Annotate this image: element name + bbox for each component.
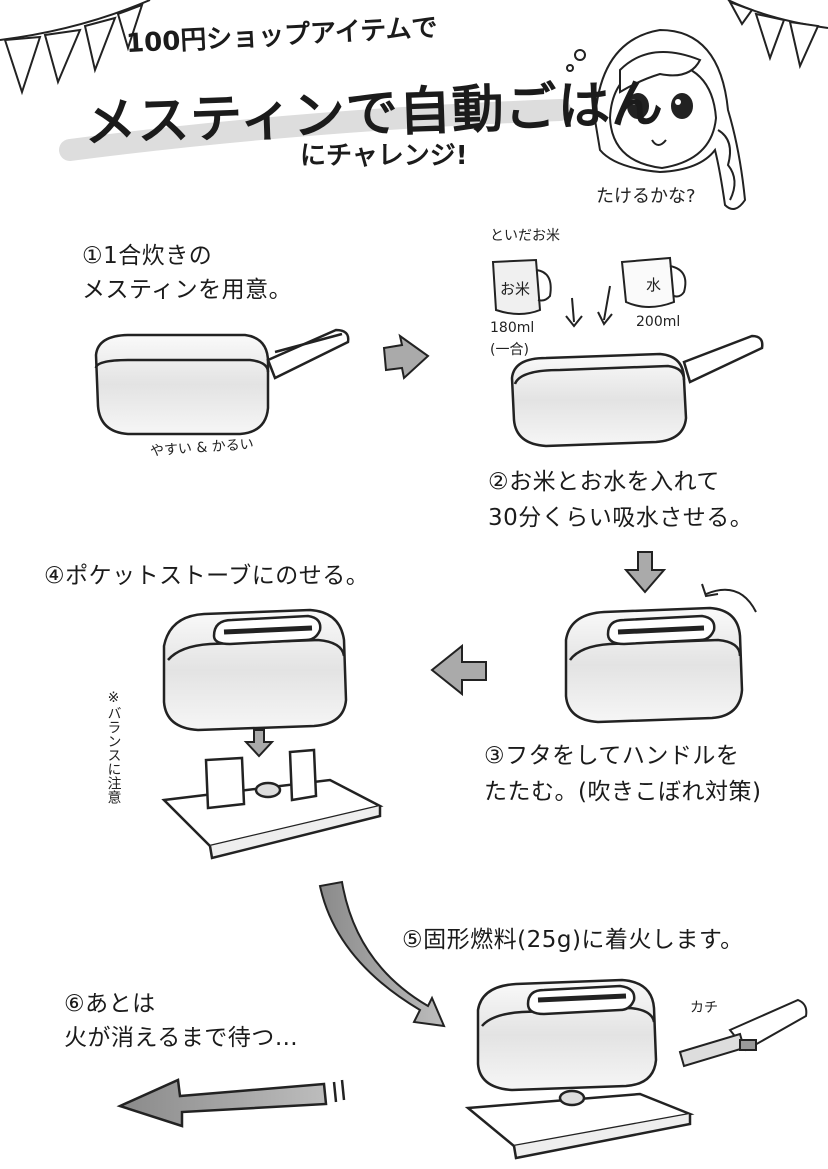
- arrow-right-icon: [382, 333, 430, 380]
- arrow-left-icon: [430, 643, 487, 697]
- character-thought: たけるかな?: [596, 186, 696, 207]
- mess-tin-icon: [162, 608, 348, 732]
- step4-note: ※バランスに注意: [105, 690, 122, 804]
- water-amount: 200ml: [636, 314, 681, 330]
- girl-face-icon: [566, 28, 747, 210]
- step3-line2: たたむ。(吹きこぼれ対策): [484, 779, 762, 805]
- rice-label: といだお米: [490, 228, 560, 244]
- pocket-stove-icon: [161, 748, 384, 860]
- bunting-left-icon: [0, 0, 151, 96]
- step5-line1: ⑤固形燃料(25g)に着火します。: [402, 927, 744, 953]
- curved-arrow-icon: [318, 880, 446, 1028]
- step6-line1: ⑥あとは: [64, 991, 156, 1017]
- measuring-cup-icon: [491, 256, 687, 315]
- mess-tin-icon: [476, 978, 658, 1092]
- pocket-stove-icon: [464, 1089, 695, 1160]
- arrow-left-icon: [116, 1078, 346, 1128]
- step1-line1: ①1合炊きの: [82, 243, 213, 269]
- step1-line2: メスティンを用意。: [82, 277, 293, 303]
- rice-amount: 180ml: [490, 320, 535, 336]
- step6-line2: 火が消えるまで待つ…: [64, 1025, 299, 1051]
- step2-line1: ②お米とお水を入れて: [488, 469, 720, 495]
- step2-line2: 30分くらい吸水させる。: [488, 505, 754, 531]
- rice-cup-label: お米: [500, 280, 531, 298]
- curved-arrow-icon: [701, 583, 757, 613]
- lighter-icon: [678, 998, 808, 1068]
- lighter-sfx: カチ: [690, 1000, 718, 1016]
- arrow-down-icon: [623, 551, 667, 594]
- water-cup-label: 水: [646, 276, 662, 294]
- step3-line1: ③フタをしてハンドルを: [484, 743, 740, 769]
- arrow-down-icon: [243, 729, 275, 758]
- mess-tin-icon: [510, 334, 764, 448]
- step4-line1: ④ポケットストーブにのせる。: [44, 563, 370, 589]
- mess-tin-icon: [94, 328, 350, 436]
- mess-tin-icon: [564, 606, 744, 724]
- rice-amount-note: (一合): [490, 342, 529, 358]
- title-sub: にチャレンジ!: [300, 141, 468, 171]
- bunting-right-icon: [727, 0, 828, 70]
